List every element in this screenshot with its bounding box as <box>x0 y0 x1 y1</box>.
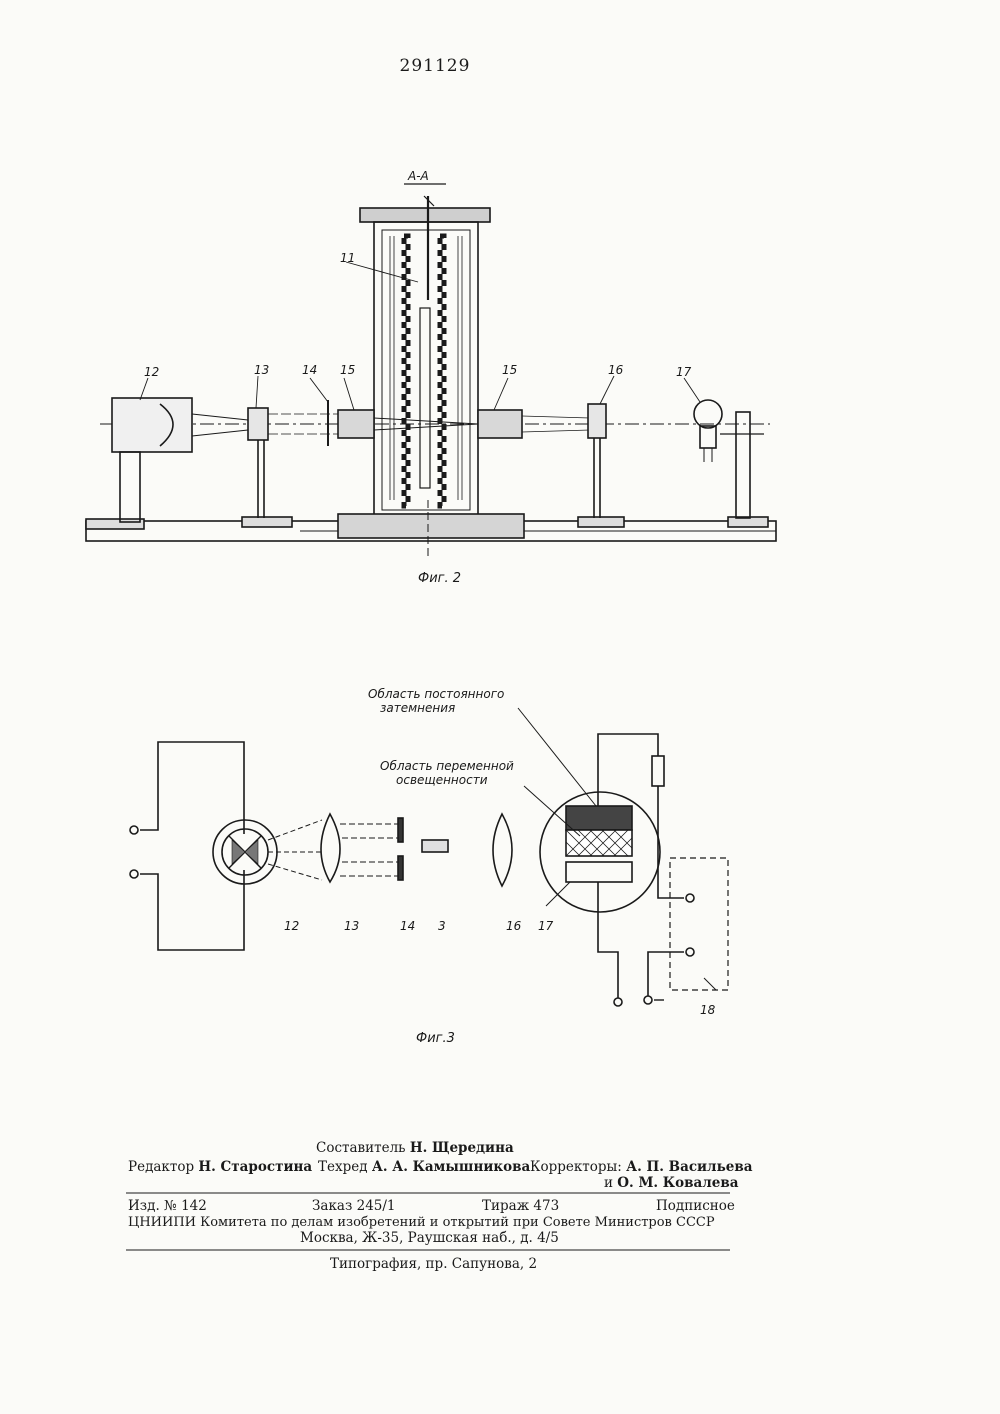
correctors-line: Корректоры: А. П. Васильева <box>530 1159 752 1176</box>
editor-name: Н. Старостина <box>198 1159 312 1175</box>
label-15-left: 15 <box>340 363 355 377</box>
corrector-1: А. П. Васильева <box>626 1159 752 1175</box>
printing-line: Типография, пр. Сапунова, 2 <box>330 1256 537 1273</box>
tirazh: Тираж 473 <box>482 1198 559 1215</box>
fig3-caption: Фиг.3 <box>416 1031 455 1046</box>
label-11: 11 <box>340 251 355 265</box>
sample-3 <box>422 840 448 852</box>
window-15-right <box>478 410 522 438</box>
compiler-line: Составитель Н. Щередина <box>316 1140 514 1157</box>
address-line: Москва, Ж-35, Раушская наб., д. 4/5 <box>300 1230 559 1247</box>
label-15-right: 15 <box>502 363 517 377</box>
corrector-2-line: и О. М. Ковалева <box>604 1175 738 1192</box>
order-number: Заказ 245/1 <box>312 1198 396 1215</box>
subscription: Подписное <box>656 1198 735 1215</box>
techred-name: А. А. Камышникова <box>372 1159 530 1175</box>
label-12: 12 <box>144 365 159 379</box>
label-14: 14 <box>302 363 317 377</box>
note-constant-line1: Область постоянного <box>368 687 504 701</box>
photocell-17 <box>694 400 764 518</box>
lamp-12 <box>213 820 277 884</box>
label-12-fig3: 12 <box>284 919 299 933</box>
diaphragm-14-top <box>398 818 403 842</box>
note-constant-line2: затемнения <box>380 701 455 715</box>
lamp-housing-12 <box>112 398 248 522</box>
compiler-name: Н. Щередина <box>410 1140 514 1156</box>
lens-16 <box>493 814 512 886</box>
editor-line: Редактор Н. Старостина <box>128 1159 312 1176</box>
corrector-2: О. М. Ковалева <box>617 1175 738 1191</box>
section-label: А-А <box>407 169 429 183</box>
izd-number: Изд. № 142 <box>128 1198 207 1215</box>
organization-line: ЦНИИПИ Комитета по делам изобретений и о… <box>128 1214 715 1231</box>
lens-13 <box>321 814 340 882</box>
diaphragm-14-bottom <box>398 856 403 880</box>
label-17-fig3: 17 <box>538 919 554 933</box>
label-18-fig3: 18 <box>700 1003 716 1017</box>
label-3-fig3: 3 <box>438 919 446 933</box>
label-13: 13 <box>254 363 269 377</box>
window-15-left <box>338 410 374 438</box>
note-variable-line1: Область переменной <box>380 759 514 773</box>
note-variable-line2: освещенности <box>396 773 488 787</box>
figure-3: Область постоянного затемнения Область п… <box>130 687 728 1046</box>
fig2-caption: Фиг. 2 <box>418 571 461 586</box>
figure-2: А-А <box>86 169 776 586</box>
furnace-column <box>338 196 524 560</box>
label-13-fig3: 13 <box>344 919 359 933</box>
techred-line: Техред А. А. Камышникова <box>318 1159 530 1176</box>
label-14-fig3: 14 <box>400 919 415 933</box>
label-17: 17 <box>676 365 692 379</box>
lens-stand-16 <box>588 404 606 518</box>
recorder-18 <box>670 858 728 990</box>
lens-stand-13 <box>248 408 268 518</box>
label-16: 16 <box>608 363 624 377</box>
label-16-fig3: 16 <box>506 919 522 933</box>
